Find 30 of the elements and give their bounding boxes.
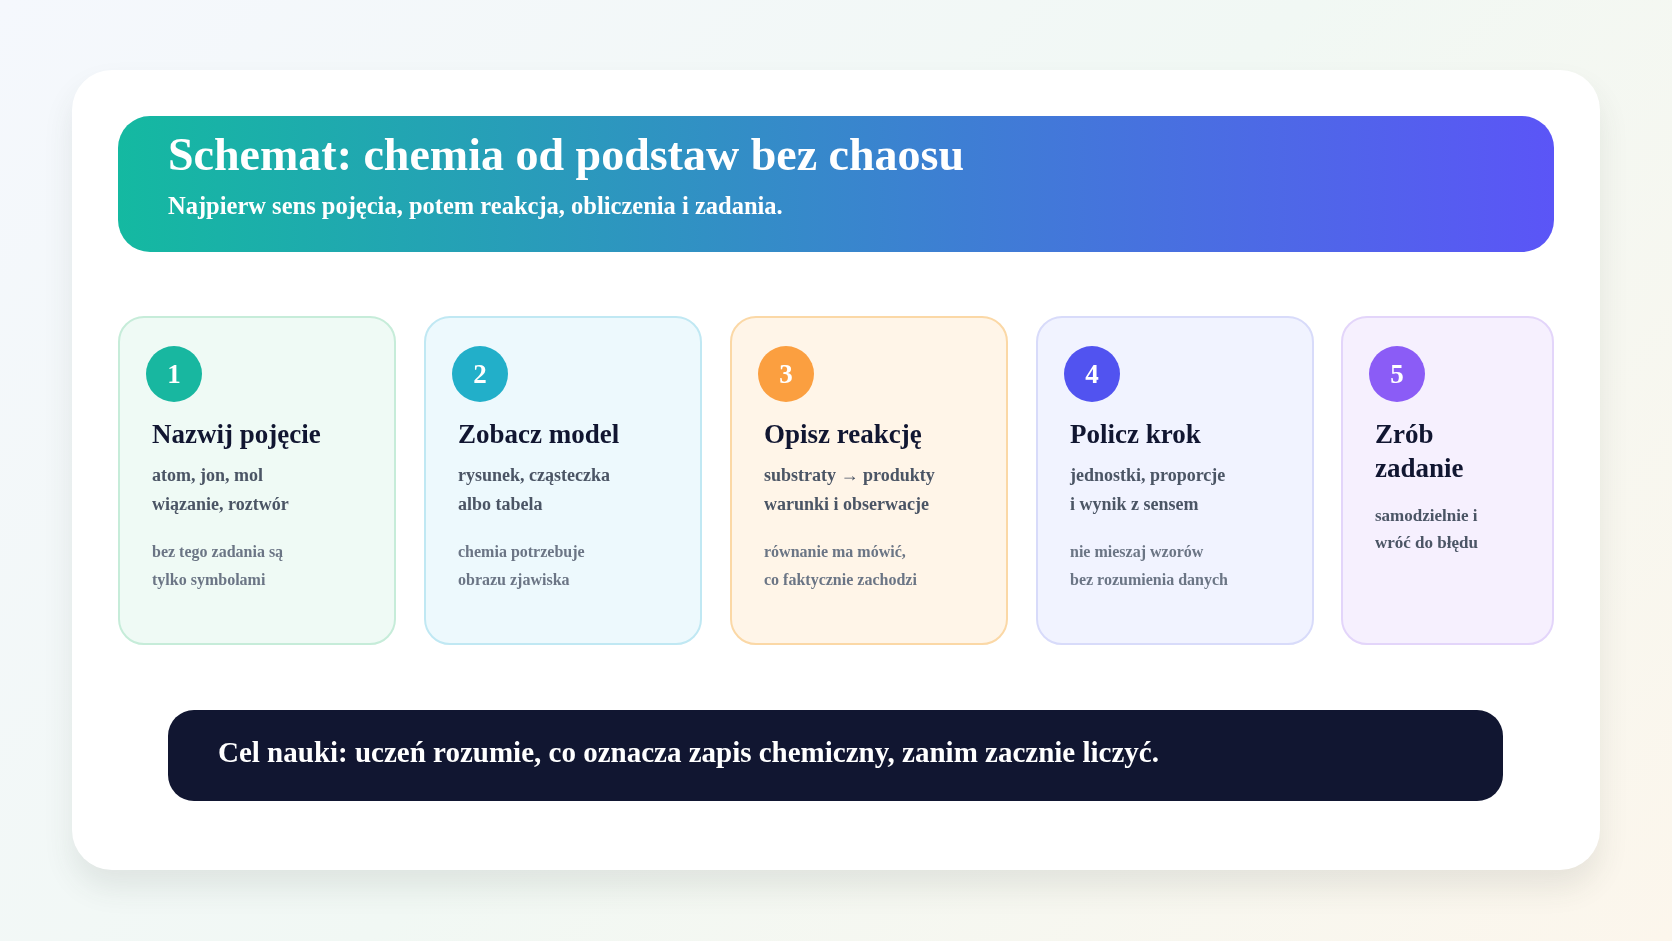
step-description: samodzielnie i wróć do błędu — [1375, 505, 1479, 554]
step-description: substraty → produkty warunki i obserwacje — [764, 464, 936, 516]
step-number-badge: 2 — [452, 346, 508, 402]
step-note: chemia potrzebuje obrazu zjawiska — [458, 542, 586, 591]
step-description: atom, jon, mol wiązanie, roztwór — [152, 464, 290, 516]
goal-banner — [168, 710, 1503, 801]
step-card — [118, 316, 396, 645]
step-description: jednostki, proporcje i wynik z sensem — [1070, 464, 1227, 516]
step-note: nie mieszaj wzorów bez rozumienia danych — [1070, 542, 1229, 591]
card-background — [72, 70, 1600, 870]
step-card — [424, 316, 702, 645]
step-heading: Opisz reakcję — [764, 418, 923, 451]
step-description: rysunek, cząsteczka albo tabela — [458, 464, 611, 516]
step-number-badge: 1 — [146, 346, 202, 402]
step-card — [730, 316, 1008, 645]
step-heading: Zrób zadanie — [1375, 418, 1465, 485]
title: Schemat: chemia od podstaw bez chaosu — [168, 128, 965, 181]
step-card — [1341, 316, 1554, 645]
step-heading: Zobacz model — [458, 418, 621, 451]
step-heading: Policz krok — [1070, 418, 1202, 451]
step-note: bez tego zadania są tylko symbolami — [152, 542, 285, 591]
step-card — [1036, 316, 1314, 645]
goal-text: Cel nauki: uczeń rozumie, co oznacza zapis chemiczny, zanim zacznie liczyć. — [218, 736, 1159, 769]
step-number-badge: 4 — [1064, 346, 1120, 402]
header-banner — [118, 116, 1554, 252]
step-number-badge: 3 — [758, 346, 814, 402]
subtitle: Najpierw sens pojęcia, potem reakcja, obliczenia i zadania. — [168, 192, 783, 220]
step-heading: Nazwij pojęcie — [152, 418, 322, 451]
step-number-badge: 5 — [1369, 346, 1425, 402]
step-note: równanie ma mówić, co faktycznie zachodzi — [764, 542, 918, 591]
